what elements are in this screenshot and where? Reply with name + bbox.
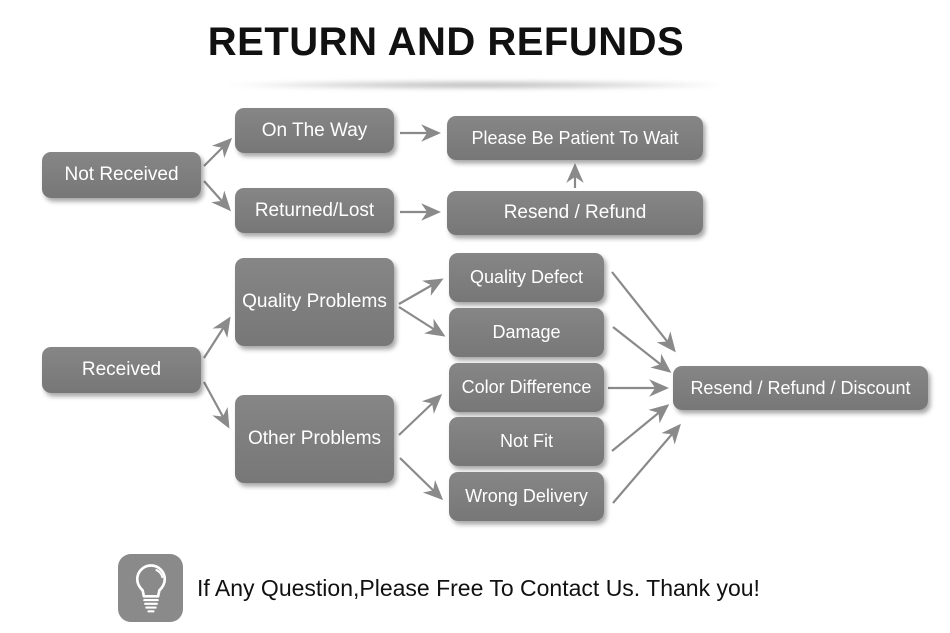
lightbulb-icon xyxy=(135,564,166,613)
node-not-received: Not Received xyxy=(42,152,201,198)
node-on-the-way: On The Way xyxy=(235,108,394,153)
node-resend-refund-discount: Resend / Refund / Discount xyxy=(673,366,928,410)
footer-note-text: If Any Question,Please Free To Contact U… xyxy=(197,574,760,601)
node-returned-lost: Returned/Lost xyxy=(235,188,394,233)
node-wrong-delivery: Wrong Delivery xyxy=(449,472,604,521)
arrow-quality-defect-to-discount xyxy=(611,271,676,353)
node-not-fit: Not Fit xyxy=(449,417,604,466)
node-color-difference: Color Difference xyxy=(449,363,604,412)
node-received: Received xyxy=(42,347,201,393)
arrow-other-problems-to-color-difference xyxy=(398,393,443,436)
node-please-be-patient-to-wait: Please Be Patient To Wait xyxy=(447,116,703,160)
node-quality-problems: Quality Problems xyxy=(235,258,394,346)
page-title: RETURN AND REFUNDS xyxy=(207,20,685,64)
node-damage: Damage xyxy=(449,308,604,357)
node-other-problems: Other Problems xyxy=(235,395,394,483)
arrow-quality-problems-to-quality-defect xyxy=(398,278,444,305)
arrow-other-problems-to-wrong-delivery xyxy=(399,457,444,501)
arrow-damage-to-discount xyxy=(612,326,672,373)
arrow-received-to-quality-problems xyxy=(203,316,231,359)
arrow-not-received-to-on-the-way xyxy=(203,137,233,167)
arrow-quality-problems-to-damage xyxy=(398,306,446,337)
node-resend-refund: Resend / Refund xyxy=(447,191,703,235)
arrow-not-received-to-returned-lost xyxy=(203,180,231,212)
node-quality-defect: Quality Defect xyxy=(449,253,604,302)
arrow-not-fit-to-discount xyxy=(611,404,670,452)
lightbulb-badge xyxy=(118,554,183,622)
footer-note: If Any Question,Please Free To Contact U… xyxy=(197,554,760,622)
arrow-wrong-delivery-to-discount xyxy=(612,423,681,504)
arrow-received-to-other-problems xyxy=(203,381,230,429)
title-underline-shadow xyxy=(208,80,746,90)
